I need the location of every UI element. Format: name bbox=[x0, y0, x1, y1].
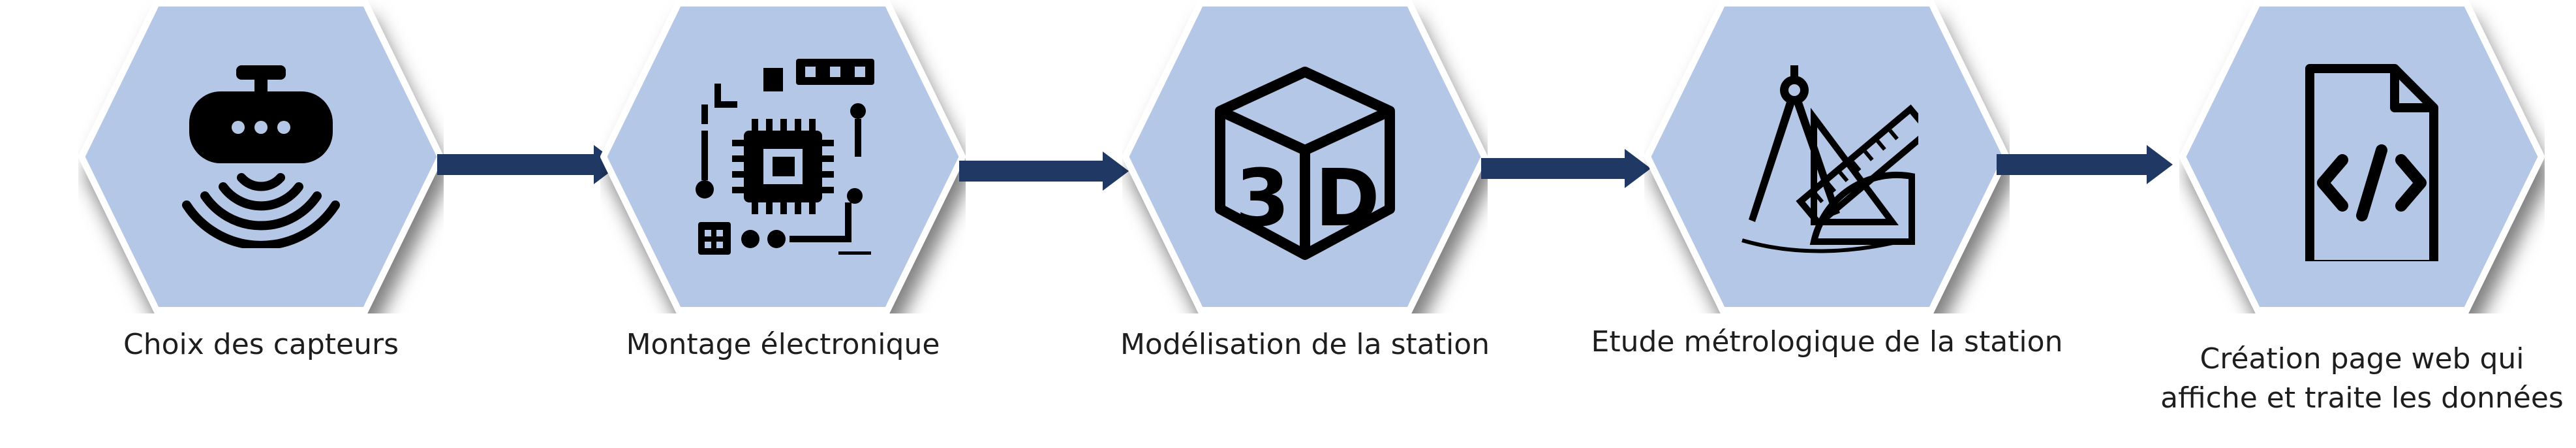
circuit-board-icon bbox=[696, 59, 874, 255]
arrow-right-icon bbox=[437, 145, 620, 184]
step-hexagon: 3 D bbox=[1122, 0, 1488, 313]
step-hexagon bbox=[78, 0, 444, 313]
arrow-right-icon bbox=[959, 152, 1129, 191]
step-label-line1: Création page web qui bbox=[2200, 342, 2524, 376]
sensor-icon bbox=[182, 65, 340, 248]
cube-text-right: D bbox=[1315, 153, 1380, 244]
step-hexagon bbox=[1644, 0, 2010, 313]
arrow-right-icon bbox=[1997, 145, 2173, 184]
step-label: Montage électronique bbox=[626, 328, 940, 361]
step-hexagon bbox=[600, 0, 966, 313]
3d-cube-icon: 3 D bbox=[1215, 67, 1395, 260]
step-label: Etude métrologique de la station bbox=[1591, 325, 2063, 359]
cube-text-left: 3 bbox=[1235, 153, 1290, 244]
web-code-file-icon bbox=[2305, 64, 2438, 261]
step-hexagon bbox=[2179, 0, 2545, 313]
step-label: Modélisation de la station bbox=[1120, 328, 1490, 361]
step-label-line2: affiche et traite les données bbox=[2160, 381, 2564, 415]
compass-ruler-protractor-icon bbox=[1741, 65, 1918, 253]
step-label: Choix des capteurs bbox=[123, 328, 399, 361]
arrow-right-icon bbox=[1481, 149, 1651, 188]
